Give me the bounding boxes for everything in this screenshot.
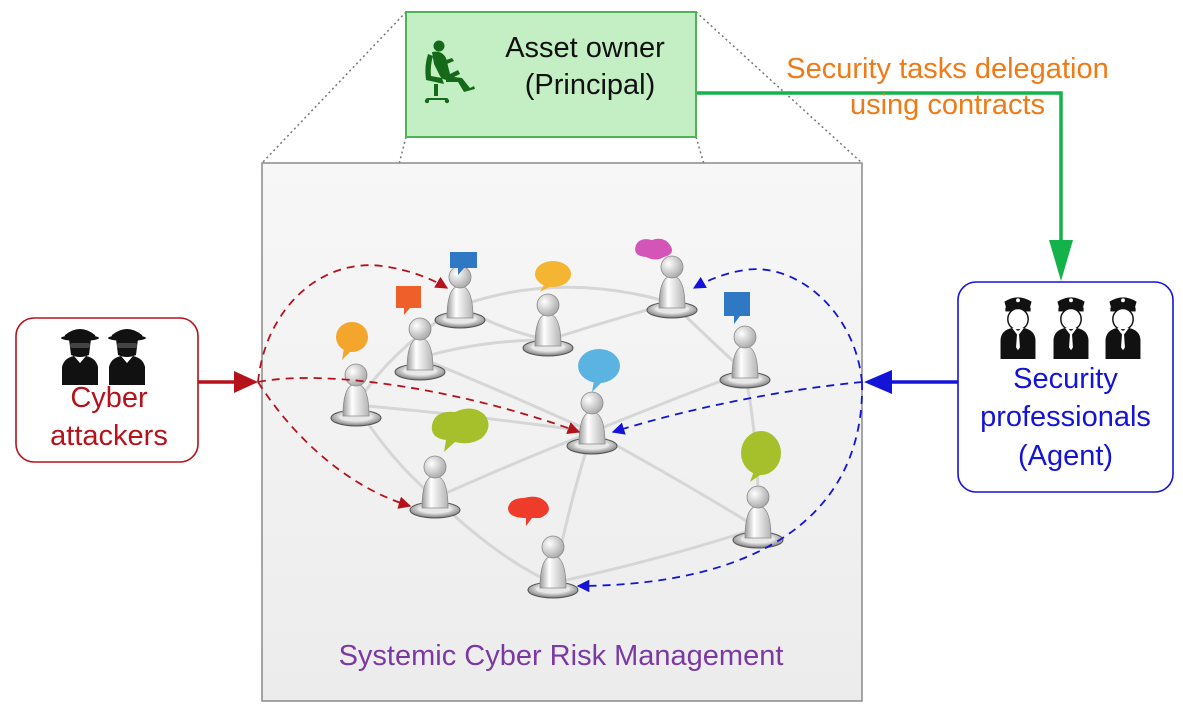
delegation-arrowhead bbox=[1049, 240, 1073, 281]
delegation-arrow bbox=[697, 91, 1063, 255]
attackers-box bbox=[15, 317, 199, 463]
principal-subtitle: (Principal) bbox=[524, 69, 656, 102]
delegation-line-2: using contracts bbox=[849, 88, 1046, 121]
delegation-line-1: Security tasks delegation bbox=[786, 53, 1109, 85]
agent-label: Security professionals (Agent) bbox=[958, 360, 1173, 475]
attack-paths bbox=[257, 264, 581, 509]
attackers-line-1: Cyber bbox=[70, 382, 148, 414]
principal-label: Asset owner (Principal) bbox=[470, 30, 700, 104]
speech-bubble-icon bbox=[336, 238, 781, 526]
police-officer-icon bbox=[999, 296, 1142, 359]
agent-line-1: Security bbox=[1013, 363, 1118, 395]
network-caption: Systemic Cyber Risk Management bbox=[338, 640, 784, 672]
principal-title: Asset owner bbox=[505, 32, 665, 64]
delegation-label: Security tasks delegation using contract… bbox=[750, 52, 1145, 124]
attackers-line-2: attackers bbox=[50, 419, 168, 452]
agent-line-3: (Agent) bbox=[1017, 439, 1114, 472]
attackers-label: Cyber attackers bbox=[18, 380, 200, 455]
agent-arrowhead bbox=[864, 370, 892, 394]
attacker-arrowhead bbox=[234, 371, 258, 393]
agent-line-2: professionals bbox=[980, 401, 1151, 434]
seated-person-icon bbox=[424, 40, 475, 104]
network-panel bbox=[261, 162, 863, 702]
protection-paths bbox=[576, 268, 863, 593]
